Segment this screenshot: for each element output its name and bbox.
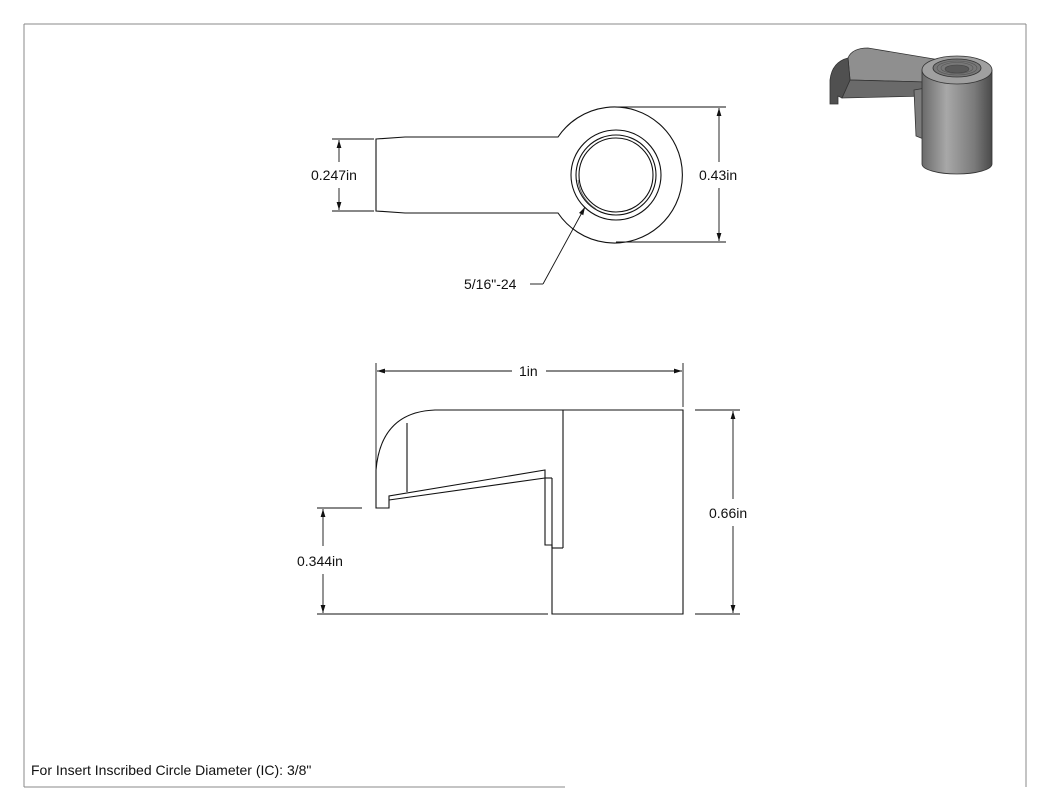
thread-callout-leader <box>530 206 586 285</box>
dim-0247-label: 0.247in <box>311 167 357 183</box>
top-view-eye-inner <box>570 129 662 221</box>
dim-066-label: 0.66in <box>709 505 747 521</box>
side-view-outline <box>375 409 684 615</box>
iso-cylinder-body <box>921 69 993 175</box>
dim-0247 <box>332 138 374 212</box>
dim-0344 <box>317 507 548 615</box>
iso-arm-nose <box>829 57 851 105</box>
dim-0344-label: 0.344in <box>297 553 343 569</box>
drawing-note: For Insert Inscribed Circle Diameter (IC… <box>31 762 311 778</box>
top-view-thread-inner <box>578 137 654 213</box>
side-view <box>375 409 684 615</box>
top-view-thread-outer <box>575 134 657 216</box>
dim-043-label: 0.43in <box>699 167 737 183</box>
top-view <box>375 106 683 244</box>
dim-043 <box>616 106 726 243</box>
top-view-arm-outline <box>375 106 683 244</box>
iso-arm-front <box>841 79 927 99</box>
thread-callout-label: 5/16"-24 <box>464 276 517 292</box>
isometric-view <box>829 47 993 175</box>
sheet-border <box>23 23 1027 788</box>
dim-1in-label: 1in <box>519 363 538 379</box>
dim-1in <box>375 363 684 470</box>
dim-066 <box>695 409 740 615</box>
